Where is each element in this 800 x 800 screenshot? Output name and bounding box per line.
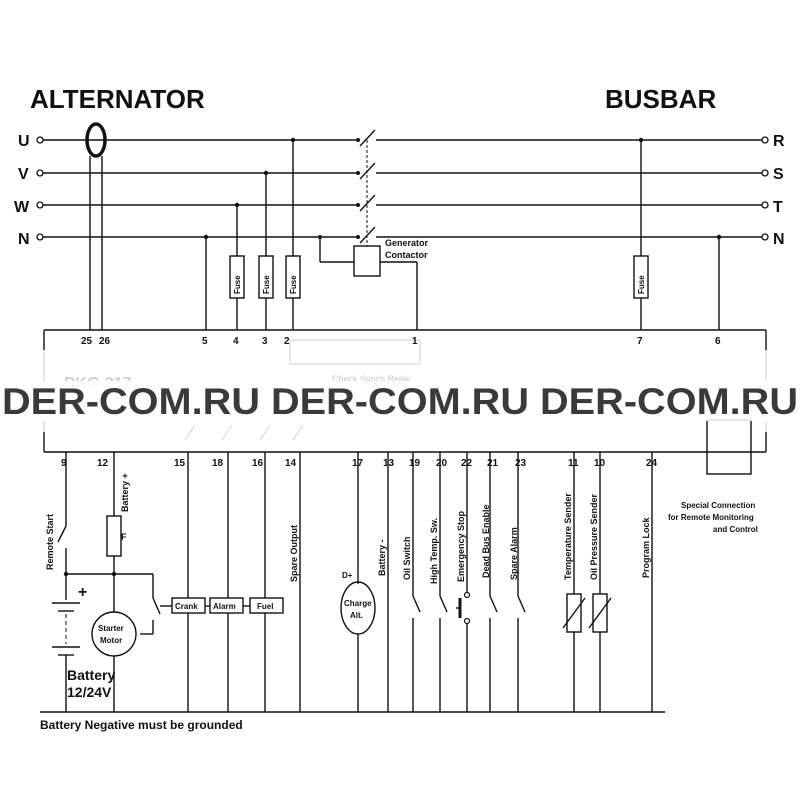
- svg-text:9: 9: [61, 458, 67, 469]
- generator-contactor-label-2: Contactor: [385, 250, 428, 260]
- remote-start-circuit: [57, 452, 69, 577]
- svg-text:14: 14: [285, 458, 297, 469]
- special-connection-label-1: Special Connection: [681, 501, 755, 510]
- generator-contactor-label-1: Generator: [385, 238, 429, 248]
- phase-label-u: U: [18, 133, 30, 150]
- phase-label-r: R: [773, 133, 785, 150]
- svg-text:2: 2: [284, 336, 290, 347]
- spare-alarm-label: Spare Alarm: [509, 527, 519, 580]
- svg-text:6: 6: [715, 336, 721, 347]
- special-connection-label-2: for Remote Monitoring: [668, 513, 754, 522]
- svg-text:21: 21: [487, 458, 499, 469]
- svg-text:25: 25: [81, 336, 93, 347]
- program-lock-label: Program Lock: [641, 516, 651, 578]
- phase-label-n-busbar: N: [773, 231, 785, 248]
- top-terminal-numbers: 25 26 5 4 3 2 1 7 6: [81, 336, 721, 347]
- fuel-label: Fuel: [257, 602, 273, 611]
- battery-label-2: 12/24V: [67, 684, 112, 700]
- check-synch-relay-label: Check Synch Relay: [332, 374, 411, 384]
- watermark-band: [0, 381, 800, 421]
- svg-text:26: 26: [99, 336, 111, 347]
- alarm-label: Alarm: [213, 602, 236, 611]
- svg-text:15: 15: [174, 458, 186, 469]
- starter-motor-label-2: Motor: [100, 636, 122, 645]
- charge-alt-label-1: Charge: [344, 599, 372, 608]
- svg-text:4: 4: [233, 336, 239, 347]
- fuse-label-terminal-3: Fuse: [262, 275, 271, 294]
- generator-contactor-contacts: [356, 129, 376, 246]
- high-temp-sw-label: High Temp. Sw.: [429, 518, 439, 584]
- bottom-terminal-numbers: 9 12 15 18 16 14 17 13 19 20 22 21 23 11…: [61, 458, 658, 469]
- svg-text:13: 13: [383, 458, 395, 469]
- svg-text:19: 19: [409, 458, 421, 469]
- remote-start-label: Remote Start: [45, 514, 55, 570]
- busbar-heading: BUSBAR: [605, 84, 716, 114]
- charge-alt-label-2: Alt.: [350, 611, 363, 620]
- phase-label-w: W: [14, 199, 30, 216]
- fuse-label-terminal-7: Fuse: [637, 275, 646, 294]
- senders: [562, 452, 653, 712]
- phase-label-s: S: [773, 166, 784, 183]
- svg-text:5: 5: [202, 336, 208, 347]
- oil-switch-label: Oil Switch: [402, 536, 412, 580]
- svg-text:7: 7: [637, 336, 643, 347]
- alternator-heading: ALTERNATOR: [30, 84, 205, 114]
- fuse-label-terminal-2: Fuse: [289, 275, 298, 294]
- remote-monitoring-port: [706, 419, 752, 475]
- spare-output-label: Spare Output: [289, 525, 299, 582]
- current-transformer: [85, 122, 107, 158]
- temperature-sender-label: Temperature Sender: [563, 493, 573, 580]
- battery-plus-sign: +: [78, 584, 87, 601]
- starter-motor-label-1: Starter: [98, 624, 124, 633]
- fuse-label-terminal-4: Fuse: [233, 275, 242, 294]
- d-plus-label: D+: [342, 571, 353, 580]
- svg-text:16: 16: [252, 458, 264, 469]
- oil-pressure-sender-label: Oil Pressure Sender: [589, 493, 599, 580]
- battery-plus-circuit: [106, 452, 122, 612]
- svg-text:20: 20: [436, 458, 448, 469]
- watermark-text: DER-COM.RU DER-COM.RU DER-COM.RU: [2, 381, 798, 422]
- relay-outputs: [171, 452, 301, 712]
- emergency-stop-label: Emergency Stop: [456, 510, 466, 582]
- generator-contactor-coil: [353, 245, 381, 277]
- svg-text:18: 18: [212, 458, 224, 469]
- special-connection-label-3: and Control: [713, 525, 758, 534]
- battery-label-1: Battery: [67, 667, 115, 683]
- charge-alternator: [340, 452, 376, 712]
- battery-symbol: [52, 574, 80, 712]
- svg-text:23: 23: [515, 458, 527, 469]
- battery-minus-label: Battery -: [377, 539, 387, 576]
- input-switches: [412, 452, 526, 712]
- phase-label-v: V: [18, 166, 29, 183]
- ground-note: Battery Negative must be grounded: [40, 718, 243, 732]
- starter-motor: [91, 611, 137, 657]
- phase-label-t: T: [773, 199, 783, 216]
- svg-text:1: 1: [412, 336, 418, 347]
- generator-fuses: [229, 137, 301, 330]
- battery-plus-label: Battery +: [120, 473, 130, 512]
- dead-bus-enable-label: Dead Bus Enable: [481, 504, 491, 578]
- phase-label-n-alternator: N: [18, 231, 30, 248]
- phase-lines: [36, 136, 769, 241]
- fuse-f-label: F: [121, 532, 127, 542]
- svg-text:3: 3: [262, 336, 268, 347]
- svg-text:12: 12: [97, 458, 109, 469]
- crank-label: Crank: [175, 602, 198, 611]
